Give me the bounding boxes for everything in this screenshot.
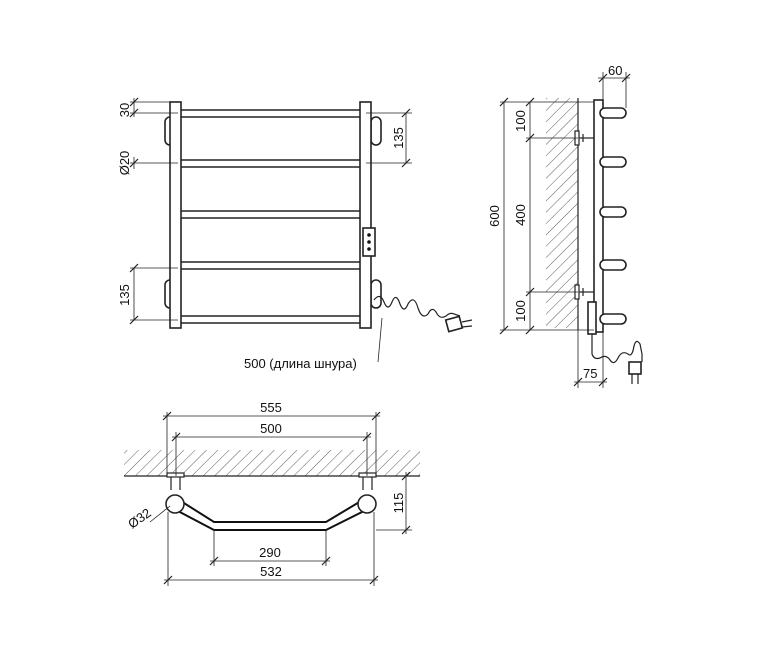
side-control-box [587, 301, 597, 335]
front-left-post [169, 101, 182, 329]
dim-top-overall-width: 532 [260, 564, 282, 579]
dim-side-top-offset: 100 [513, 110, 528, 132]
side-power-cord [591, 334, 643, 364]
dim-front-top-offset: 30 [117, 103, 132, 117]
top-left-post [165, 494, 185, 514]
top-right-post [357, 494, 377, 514]
front-control-unit [362, 227, 376, 257]
top-wall [124, 450, 420, 476]
dim-top-post-diameter: Ø32 [125, 505, 154, 531]
dim-side-depth: 60 [608, 63, 622, 78]
top-rail [175, 497, 367, 523]
front-power-cord [373, 295, 461, 318]
front-right-post [359, 101, 372, 329]
side-view: 60 600 100 400 100 75 [487, 63, 643, 388]
front-plug [444, 315, 473, 333]
dim-top-depth: 115 [391, 493, 406, 514]
top-wall-mounts [166, 472, 377, 490]
dim-side-mount-spacing: 400 [513, 204, 528, 226]
dim-top-outer-width: 555 [260, 400, 282, 415]
dim-side-height: 600 [487, 205, 502, 227]
dim-top-inner-width: 500 [260, 421, 282, 436]
dim-top-middle-width: 290 [259, 545, 281, 560]
top-view: 555 500 Ø32 115 290 532 [124, 400, 420, 586]
dim-front-top-spacing: 135 [391, 127, 406, 149]
dim-cord-length: 500 (длина шнура) [244, 356, 357, 371]
dim-front-tube-diameter: Ø20 [117, 151, 132, 176]
side-plug [628, 361, 642, 384]
dim-front-bottom-spacing: 135 [117, 284, 132, 306]
side-wall [546, 98, 578, 328]
front-view: 30 Ø20 135 135 500 (длина шнура) [117, 97, 473, 371]
front-rails [177, 109, 367, 324]
side-rail-ends [599, 107, 627, 325]
dim-side-bottom-offset: 100 [513, 300, 528, 322]
dim-side-wall-offset: 75 [583, 366, 597, 381]
